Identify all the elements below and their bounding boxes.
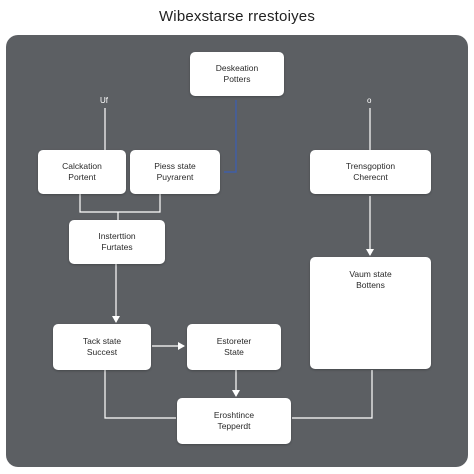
node-piess: Piess state Puyrarent [130,150,220,194]
marker-right: o [367,96,372,105]
node-trensgoption: Trensgoption Cherecnt [310,150,431,194]
node-deskeation: Deskeation Potters [190,52,284,96]
node-estoreter: Estoreter State [187,324,281,370]
node-tack: Tack state Succest [53,324,151,370]
node-eroshtince: Eroshtince Tepperdt [177,398,291,444]
diagram-title: Wibexstarse rrestoiyes [158,8,316,25]
node-vaum: Vaum state Bottens [310,257,431,369]
node-insterttion: Insterttion Furtates [69,220,165,264]
node-calckation: Calckation Portent [38,150,126,194]
marker-left: Uf [100,96,108,105]
